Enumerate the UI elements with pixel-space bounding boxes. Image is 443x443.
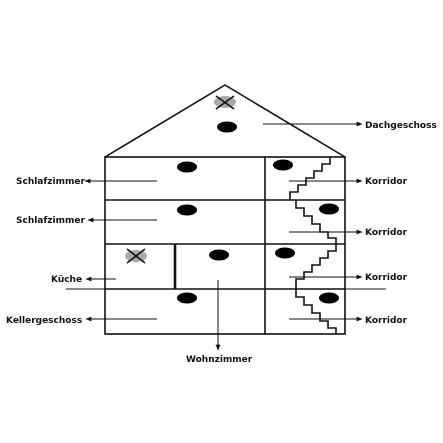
label-kueche: Küche bbox=[51, 275, 82, 285]
detector-icon bbox=[217, 121, 237, 133]
label-dachgeschoss: Dachgeschoss bbox=[365, 121, 437, 131]
detector-icon bbox=[273, 159, 293, 171]
label-korridor-1: Korridor bbox=[365, 177, 408, 187]
crossed-detector-icon bbox=[214, 95, 236, 110]
label-kellergeschoss: Kellergeschoss bbox=[6, 316, 82, 326]
detector-icon bbox=[177, 204, 197, 216]
label-schlafzimmer-lower: Schlafzimmer bbox=[16, 216, 85, 226]
left-pointer-arrows bbox=[66, 178, 157, 322]
house-structure bbox=[104, 156, 346, 335]
label-korridor-4: Korridor bbox=[365, 316, 408, 326]
detector-icon bbox=[275, 247, 295, 259]
detector-icon bbox=[177, 292, 197, 304]
label-korridor-2: Korridor bbox=[365, 228, 408, 238]
right-pointer-arrows bbox=[263, 121, 386, 322]
detector-icon bbox=[209, 249, 229, 261]
label-schlafzimmer-upper: Schlafzimmer bbox=[16, 177, 85, 187]
crossed-detector-icon bbox=[125, 248, 147, 264]
label-wohnzimmer: Wohnzimmer bbox=[186, 355, 253, 365]
roof bbox=[104, 84, 346, 158]
staircase bbox=[289, 157, 337, 334]
detector-icon bbox=[177, 161, 197, 173]
detectors bbox=[177, 121, 339, 304]
label-korridor-3: Korridor bbox=[365, 273, 408, 283]
detector-icon bbox=[319, 292, 339, 304]
detector-icon bbox=[319, 203, 339, 215]
